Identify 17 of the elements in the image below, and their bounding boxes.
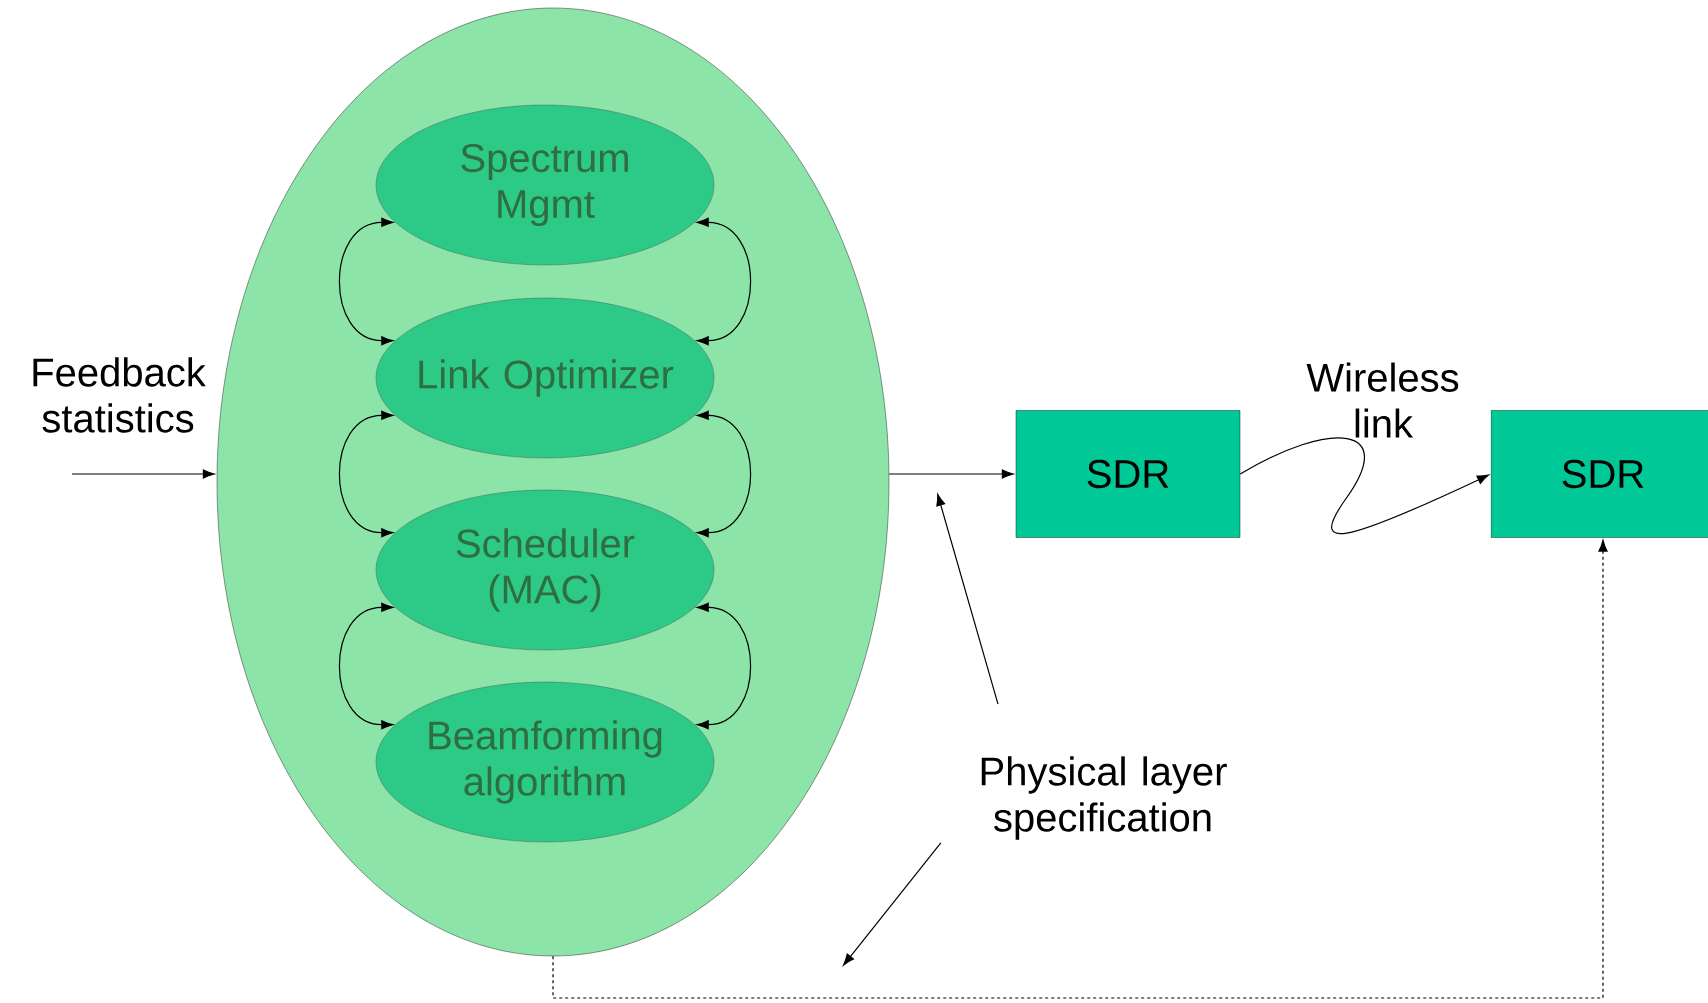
arrow bbox=[696, 602, 752, 730]
arrow bbox=[71, 469, 215, 479]
sdr-box: SDR bbox=[1490, 410, 1708, 538]
annotation-text: Physical layer specification bbox=[981, 756, 1227, 840]
leader-line bbox=[843, 842, 942, 966]
arrow bbox=[552, 539, 1608, 999]
arrow bbox=[338, 217, 394, 346]
arrow bbox=[1239, 437, 1490, 535]
leader-line bbox=[936, 493, 999, 705]
edge-label: Wireless link bbox=[1306, 362, 1459, 438]
sdr-box: SDR bbox=[1015, 410, 1241, 538]
arrow bbox=[338, 602, 394, 730]
arrow bbox=[696, 410, 752, 538]
arrow bbox=[338, 410, 394, 538]
arrow bbox=[696, 217, 752, 346]
arrow bbox=[888, 469, 1014, 479]
edge-label: Feedback statistics bbox=[33, 357, 206, 433]
